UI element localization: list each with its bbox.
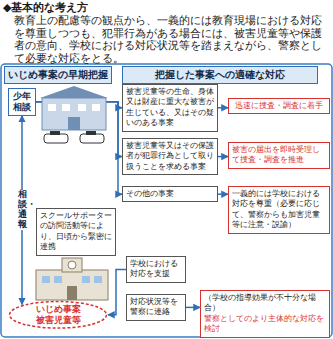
connector (218, 193, 228, 195)
window (62, 104, 70, 111)
school-wall (36, 270, 108, 300)
connector (218, 156, 228, 158)
node-text: スクールサポーターの訪問活動等により、日頃から緊密に連携 (40, 211, 112, 253)
response-box: 被害の届出を即時受理して捜査・調査を推進 (228, 142, 330, 169)
supporter-box: スクールサポーターの訪問活動等により、日頃から緊密に連携 (36, 208, 116, 256)
node-text: いじめ事案 被害児童等 (30, 304, 86, 326)
school-tower (62, 258, 82, 272)
outer-frame (1, 64, 332, 337)
node-text: 学校における対応を支援 (130, 259, 182, 280)
window (92, 104, 100, 111)
window (54, 276, 62, 283)
oval-shape (10, 302, 107, 329)
intro-text: 教育上の配慮等の観点から、一義的には教育現場における対応を尊重しつつも、犯罪行為… (14, 14, 330, 64)
window (78, 104, 86, 111)
node-text: 迅速に捜査・調査に着手 (232, 101, 326, 111)
case-box: その他の事案 (122, 186, 218, 202)
door (67, 286, 77, 300)
node-text: 少年相談 (11, 91, 33, 113)
school-icon (36, 258, 108, 300)
node-text: 把握した事案への適確な対応 (125, 69, 315, 81)
node-text: 被害児童等の生命、身体又は財産に重大な被害が生じている、又はその疑いのある事案 (126, 87, 214, 129)
door (68, 117, 80, 130)
police-car (44, 134, 68, 143)
window (42, 276, 50, 283)
title: ◆基本的な考え方 (3, 0, 88, 15)
station-roof (40, 86, 108, 98)
window (82, 276, 90, 283)
node-text: いじめ事案の早期把握 (7, 69, 109, 81)
node-text: その他の事案 (126, 189, 214, 199)
consult-box: 少年相談 (8, 88, 36, 116)
victim-oval: いじめ事案 被害児童等 (8, 300, 108, 330)
window (48, 104, 56, 111)
case-box: 被害児童等又はその保護者が犯罪行為として取り扱うことを求める事案 (122, 138, 218, 175)
car-top (50, 131, 60, 135)
connector (36, 102, 122, 194)
node-text: 被害児童等又はその保護者が犯罪行為として取り扱うことを求める事案 (126, 141, 214, 172)
case-box: 被害児童等の生命、身体又は財産に重大な被害が生じている、又はその疑いのある事案 (122, 84, 218, 132)
edge-label: 相談・通報 (18, 190, 27, 230)
window (94, 276, 102, 283)
school-clock (68, 261, 76, 269)
station-wall (42, 98, 106, 130)
connector (36, 102, 122, 157)
connector (36, 102, 122, 108)
node-text: 警察としてのより主体的な対応を検討 (204, 314, 326, 335)
node-text: 対応状況等を警察に連絡 (130, 297, 182, 318)
police-station-icon (40, 86, 108, 143)
node-text: 被害の届出を即時受理して捜査・調査を推進 (232, 145, 326, 166)
node-text: （学校の指導効果が不十分な場合） (204, 293, 326, 314)
contact-box: 対応状況等を警察に連絡 (126, 294, 186, 321)
support-box: 学校における対応を支援 (126, 256, 186, 283)
response-box: 一義的には学校における対応を尊重（必要に応じて、警察からも加害児童等に注意・説諭… (228, 186, 330, 234)
connector (186, 307, 200, 309)
node-text: 一義的には学校における対応を尊重（必要に応じて、警察からも加害児童等に注意・説諭… (232, 189, 326, 231)
connector (108, 269, 126, 314)
connector (218, 107, 228, 109)
response-box: 迅速に捜査・調査に着手 (228, 98, 330, 114)
car-top (86, 131, 96, 135)
police-car (80, 134, 104, 143)
section-header: 把握した事案への適確な対応 (122, 66, 318, 84)
escalation-box: （学校の指導効果が不十分な場合）警察としてのより主体的な対応を検討 (200, 290, 330, 338)
section-header: いじめ事案の早期把握 (4, 66, 112, 84)
